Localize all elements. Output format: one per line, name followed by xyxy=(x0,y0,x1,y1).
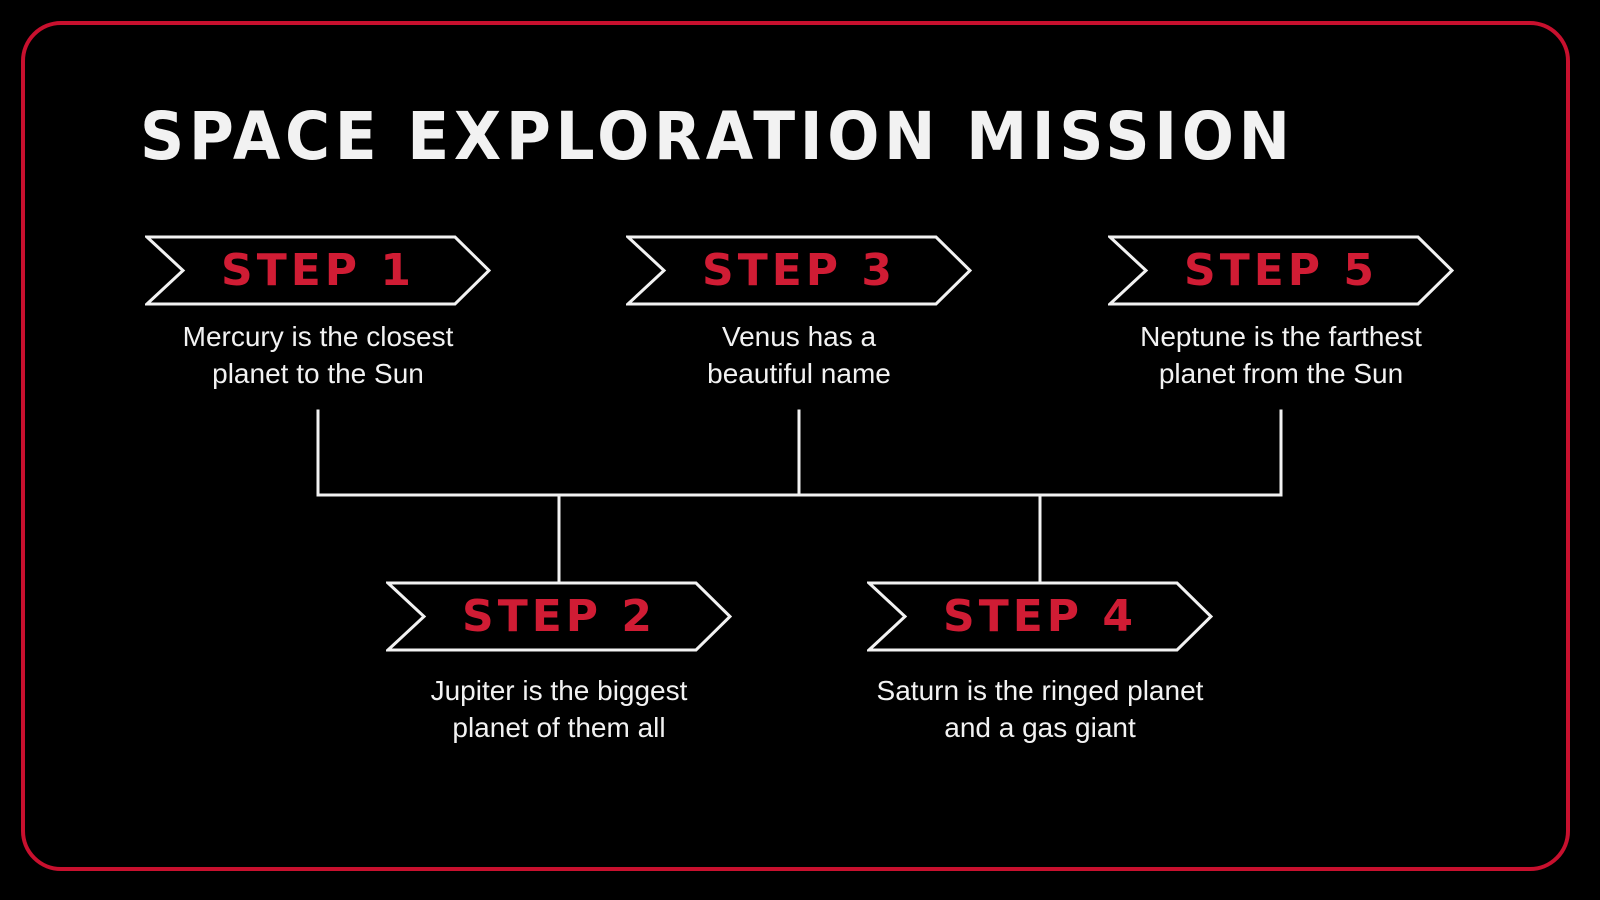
step-5-description-line-2: planet from the Sun xyxy=(1158,358,1404,389)
chevron-arrow-icon xyxy=(867,581,1213,652)
step-2-description-line-2: planet of them all xyxy=(452,712,666,743)
step-2: STEP 2 Jupiter is the biggest planet of … xyxy=(386,581,732,746)
step-2-badge: STEP 2 xyxy=(386,581,732,652)
step-1-badge: STEP 1 xyxy=(145,235,491,306)
chevron-arrow-icon xyxy=(1108,235,1454,306)
step-5: STEP 5 Neptune is the farthest planet fr… xyxy=(1108,235,1454,392)
step-3-description-line-1: Venus has a xyxy=(721,321,877,352)
step-1: STEP 1 Mercury is the closest planet to … xyxy=(145,235,491,392)
step-1-label: STEP 1 xyxy=(221,245,415,296)
step-4-description-line-2: and a gas giant xyxy=(944,712,1136,743)
step-4: STEP 4 Saturn is the ringed planet and a… xyxy=(867,581,1213,746)
step-5-label: STEP 5 xyxy=(1184,245,1378,296)
chevron-arrow-icon xyxy=(145,235,491,306)
chevron-arrow-icon xyxy=(386,581,732,652)
step-4-badge: STEP 4 xyxy=(867,581,1213,652)
step-3-label: STEP 3 xyxy=(702,245,896,296)
step-2-description: Jupiter is the biggest planet of them al… xyxy=(386,672,732,746)
step-5-description: Neptune is the farthest planet from the … xyxy=(1108,318,1454,392)
slide-title: SPACE EXPLORATION MISSION xyxy=(140,98,1295,175)
step-2-description-line-1: Jupiter is the biggest xyxy=(430,675,688,706)
step-3-description: Venus has a beautiful name xyxy=(626,318,972,392)
step-4-description-line-1: Saturn is the ringed planet xyxy=(876,675,1204,706)
step-4-label: STEP 4 xyxy=(943,591,1137,642)
step-5-description-line-1: Neptune is the farthest xyxy=(1140,321,1422,352)
step-3: STEP 3 Venus has a beautiful name xyxy=(626,235,972,392)
step-4-description: Saturn is the ringed planet and a gas gi… xyxy=(867,672,1213,746)
chevron-arrow-icon xyxy=(626,235,972,306)
step-5-badge: STEP 5 xyxy=(1108,235,1454,306)
step-1-description-line-1: Mercury is the closest xyxy=(182,321,454,352)
step-1-description-line-2: planet to the Sun xyxy=(212,358,424,389)
step-1-description: Mercury is the closest planet to the Sun xyxy=(145,318,491,392)
step-3-badge: STEP 3 xyxy=(626,235,972,306)
step-3-description-line-2: beautiful name xyxy=(707,358,891,389)
step-2-label: STEP 2 xyxy=(462,591,656,642)
slide-frame-border xyxy=(21,21,1570,871)
